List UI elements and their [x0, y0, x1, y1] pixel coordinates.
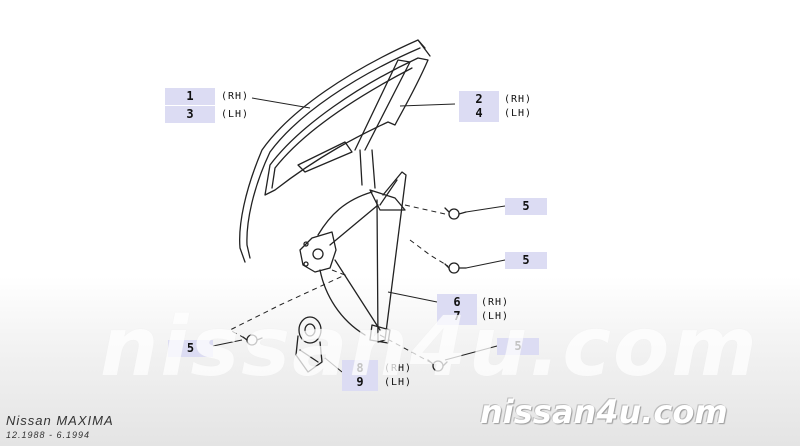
callout-3: 3	[165, 106, 215, 123]
callout-5-middle: 5	[505, 252, 547, 269]
callout-2-side: (RH)	[504, 94, 533, 105]
callout-7-side: (LH)	[481, 311, 510, 322]
regulator-motor	[295, 316, 323, 373]
callout-4: 4	[459, 105, 499, 122]
callout-1: 1	[165, 88, 215, 105]
callout-6: 6	[437, 294, 477, 311]
callout-9-side: (LH)	[384, 377, 413, 388]
callout-8-side: (RH)	[384, 363, 413, 374]
lift-plate	[299, 231, 337, 273]
callout-6-side: (RH)	[481, 297, 510, 308]
rear-sash	[354, 59, 411, 189]
brand-logo: nissan4u.com	[480, 393, 728, 431]
assembly-lines	[228, 204, 449, 363]
glass-run-channel	[239, 39, 431, 263]
door-glass	[264, 57, 429, 196]
callout-3-side: (LH)	[221, 109, 250, 120]
callout-7: 7	[437, 308, 477, 325]
callout-5-right: 5	[497, 338, 539, 355]
vehicle-model: Nissan MAXIMA	[6, 413, 114, 428]
regulator-arms	[317, 191, 381, 336]
callout-8: 8	[342, 360, 378, 377]
callout-2: 2	[459, 91, 499, 108]
callout-5-left: 5	[168, 340, 213, 357]
callout-9: 9	[342, 374, 378, 391]
vehicle-dates: 12.1988 - 6.1994	[6, 430, 91, 440]
watermark: nissan4u.com	[100, 300, 759, 395]
bolt	[444, 262, 467, 274]
callout-5-upper: 5	[505, 198, 547, 215]
bolt	[427, 359, 448, 372]
callout-4-side: (LH)	[504, 108, 533, 119]
leader-lines	[212, 97, 506, 373]
regulator-rail	[369, 171, 407, 344]
bolt	[444, 207, 467, 220]
callout-1-side: (RH)	[221, 91, 250, 102]
